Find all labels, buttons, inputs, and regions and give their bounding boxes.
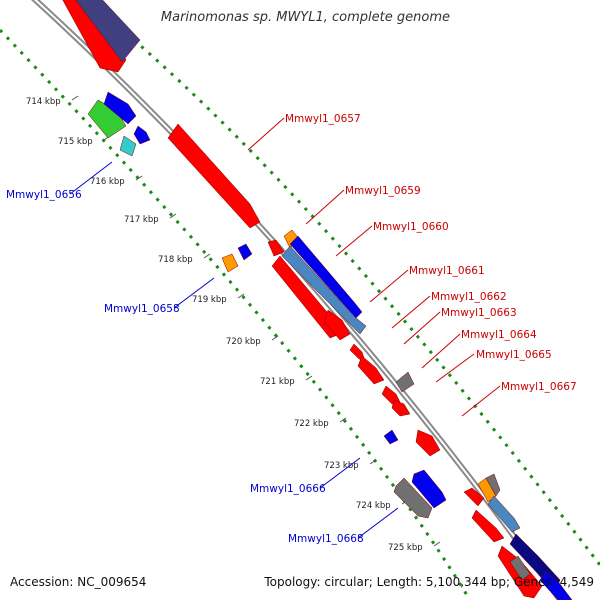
ruler-tick [305,375,313,381]
leader-mmwyl1-0667 [461,385,501,417]
gene-feature-blue-0658 [237,243,253,261]
gene-feature-red-0661 [271,255,341,339]
leader-mmwyl1-0662 [391,295,431,329]
leader-mmwyl1-0661 [369,269,409,303]
leader-mmwyl1-0657 [247,117,285,151]
gene-label-mmwyl1-0656[interactable]: Mmwyl1_0656 [6,189,82,201]
ruler-label: 717 kbp [124,215,159,225]
gene-feature-red-0659 [267,239,285,257]
ruler-tick [369,459,377,465]
gene-label-mmwyl1-0664[interactable]: Mmwyl1_0664 [461,329,537,341]
outer-dotted-track [83,0,600,566]
ruler-label: 725 kbp [388,543,423,553]
genome-summary: Topology: circular; Length: 5,100,344 bp… [264,575,594,589]
ruler-label: 723 kbp [324,461,359,471]
gene-feature-gray-0665 [395,371,415,393]
ruler-label: 716 kbp [90,177,125,187]
gene-feature-blue-722 [383,429,399,445]
leader-mmwyl1-0659 [305,189,345,225]
gene-feature-gray-0668 [393,477,433,519]
gene-feature-red-0663b [357,355,385,385]
map-title: Marinomonas sp. MWYL1, complete genome [160,10,450,25]
leader-mmwyl1-0668 [357,507,399,539]
gene-label-mmwyl1-0658[interactable]: Mmwyl1_0658 [104,303,180,315]
leader-mmwyl1-0664 [421,333,461,369]
gene-labels: Mmwyl1_0657 Mmwyl1_0659 Mmwyl1_0660 Mmwy… [6,113,577,545]
gene-feature-red-bottom-a [463,487,485,507]
ruler-tick [237,293,245,299]
gene-label-mmwyl1-0663[interactable]: Mmwyl1_0663 [441,307,517,319]
gene-feature-gray-bottom [485,473,501,497]
gene-feature-mmwyl1-0657 [167,123,261,229]
gene-feature-blue-bottom [539,571,573,600]
gene-label-mmwyl1-0657[interactable]: Mmwyl1_0657 [285,113,361,125]
gene-feature-gray-bottom-b [509,555,531,581]
leader-mmwyl1-0663 [403,311,441,345]
gene-feature-top-red [62,0,127,73]
gene-label-mmwyl1-0667[interactable]: Mmwyl1_0667 [501,381,577,393]
gene-label-mmwyl1-0661[interactable]: Mmwyl1_0661 [409,265,485,277]
ruler-tick [203,253,211,259]
gene-feature-orange-0658 [221,253,239,273]
gene-label-mmwyl1-0660[interactable]: Mmwyl1_0660 [373,221,449,233]
ruler-tick [433,541,441,547]
gene-label-mmwyl1-0668[interactable]: Mmwyl1_0668 [288,533,364,545]
ruler-tick [339,417,347,423]
gene-feature-blue-715 [103,91,137,125]
gene-feature-blue-small-715 [133,125,151,145]
ruler-tick [169,213,177,219]
ruler-label: 722 kbp [294,419,329,429]
ruler-label: 718 kbp [158,255,193,265]
ruler-label: 724 kbp [356,501,391,511]
ruler-tick [71,95,79,101]
gene-feature-blue-0660 [289,235,363,319]
gene-feature-steel-bottom [487,495,521,533]
gene-feature-cyan [119,135,137,157]
gene-feature-blue-0666 [411,469,447,509]
gene-label-leaders [69,117,501,539]
position-ruler: 714 kbp 715 kbp 716 kbp 717 kbp 718 kbp 719 k… [26,95,441,553]
gene-feature-steel-0660 [281,245,367,335]
leader-mmwyl1-0656 [69,161,113,195]
ruler-label: 719 kbp [192,295,227,305]
gene-feature-red-0667 [415,429,441,457]
gene-feature-red-bottom-b [471,509,505,543]
gene-label-mmwyl1-0665[interactable]: Mmwyl1_0665 [476,349,552,361]
ruler-label: 714 kbp [26,97,61,107]
ruler-tick [271,335,279,341]
ruler-tick [135,175,143,181]
ruler-label: 721 kbp [260,377,295,387]
gene-label-mmwyl1-0666[interactable]: Mmwyl1_0666 [250,483,326,495]
leader-mmwyl1-0665 [435,353,475,383]
gene-feature-red-0662 [323,309,351,341]
gene-features [62,0,573,600]
gene-label-mmwyl1-0659[interactable]: Mmwyl1_0659 [345,185,421,197]
accession-label: Accession: NC_009654 [10,575,147,589]
ruler-label: 720 kbp [226,337,261,347]
gene-feature-red-0665b [391,399,411,417]
leader-mmwyl1-0658 [173,277,215,309]
ruler-label: 715 kbp [58,137,93,147]
leader-mmwyl1-0660 [335,225,373,257]
leader-mmwyl1-0666 [319,457,361,489]
gene-label-mmwyl1-0662[interactable]: Mmwyl1_0662 [431,291,507,303]
gene-feature-top-slate [75,0,141,63]
